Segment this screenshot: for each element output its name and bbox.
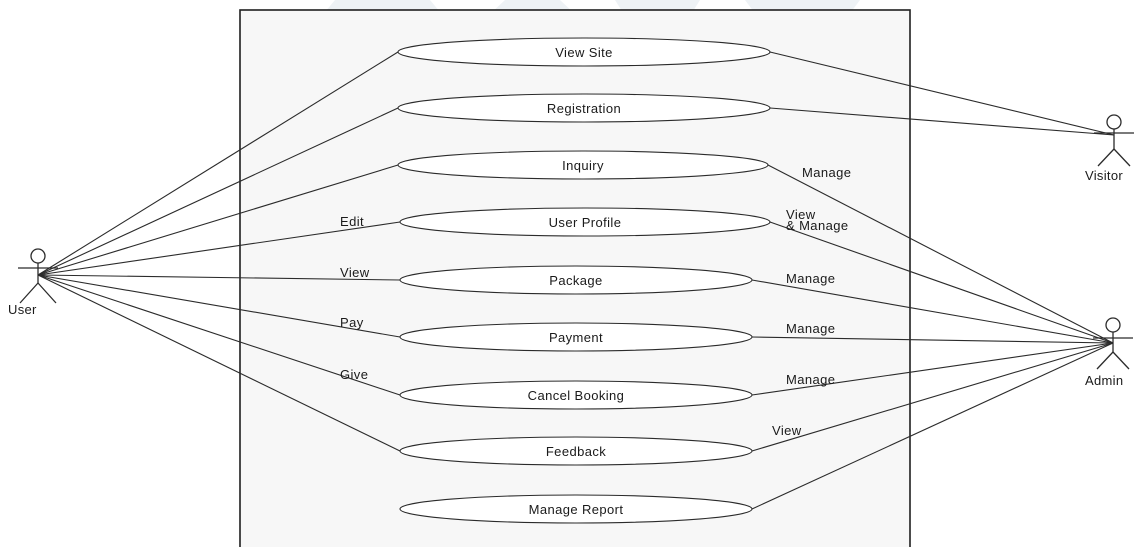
use-case-label: View Site: [555, 45, 613, 60]
use-case-label: Cancel Booking: [528, 388, 625, 403]
edge-label-manage-package: Manage: [786, 271, 835, 286]
use-case-label: Manage Report: [529, 502, 624, 517]
use-case-feedback: Feedback: [399, 436, 753, 466]
actor-admin: Admin: [1085, 317, 1133, 388]
admin-associations: [751, 164, 1114, 510]
edge-label-pay: Pay: [340, 315, 364, 330]
edge-label-view-profile: View: [786, 207, 816, 222]
use-case-package: Package: [399, 265, 753, 295]
edge-label-manage-cancel: Manage: [786, 372, 835, 387]
edge-label-manage-payment: Manage: [786, 321, 835, 336]
use-case-label: Feedback: [546, 444, 606, 459]
visitor-associations: [769, 51, 1115, 136]
actor-label-user: User: [8, 302, 37, 317]
use-case-user-profile: User Profile: [399, 207, 771, 237]
edge-label-manage-inquiry: Manage: [802, 165, 851, 180]
actor-label-visitor: Visitor: [1085, 168, 1123, 183]
edge-label-give: Give: [340, 367, 368, 382]
actor-label-admin: Admin: [1085, 373, 1123, 388]
edge-label-view: View: [340, 265, 370, 280]
edge-label-manage-profile: & Manage: [786, 218, 848, 233]
stick-figure-icon: [1094, 114, 1134, 167]
edge-label-edit: Edit: [340, 214, 364, 229]
edge-label-view-feedback: View: [772, 423, 802, 438]
user-associations: [37, 51, 401, 452]
stick-figure-icon: [18, 248, 58, 304]
use-case-view-site: View Site: [397, 37, 771, 67]
actor-visitor: Visitor: [1085, 114, 1134, 183]
use-case-label: Package: [549, 273, 602, 288]
use-case-label: Registration: [547, 101, 621, 116]
stick-figure-icon: [1093, 317, 1133, 370]
use-case-registration: Registration: [397, 93, 771, 123]
use-case-payment: Payment: [399, 322, 753, 352]
use-case-label: Inquiry: [562, 158, 604, 173]
use-case-cancel-booking: Cancel Booking: [399, 380, 753, 410]
actor-user: User: [8, 248, 58, 317]
use-case-label: User Profile: [549, 215, 622, 230]
use-case-label: Payment: [549, 330, 603, 345]
use-case-manage-report: Manage Report: [399, 494, 753, 524]
use-case-inquiry: Inquiry: [397, 150, 769, 180]
